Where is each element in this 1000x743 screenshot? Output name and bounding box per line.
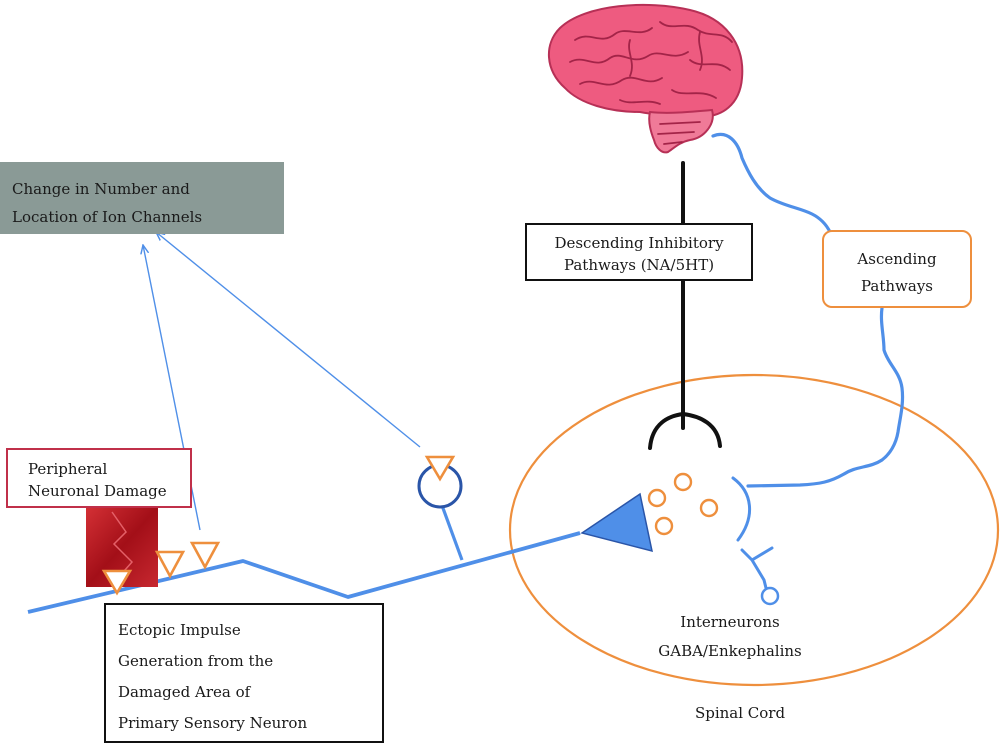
receptor-icon (740, 546, 774, 590)
synapse-terminal-icon (580, 492, 653, 553)
ion-channel-icon (101, 569, 133, 596)
ion-channel-icon (424, 455, 456, 482)
interneurons-line1: Interneurons (680, 613, 780, 631)
peripheral-damage-box: Peripheral Neuronal Damage (6, 448, 192, 508)
peripheral-line2: Neuronal Damage (28, 482, 167, 500)
interneurons-label: Interneurons GABA/Enkephalins (630, 608, 830, 666)
peripheral-line1: Peripheral (28, 460, 108, 478)
ion-channels-box: Change in Number and Location of Ion Cha… (0, 162, 284, 234)
ectopic-line4: Primary Sensory Neuron (118, 714, 308, 732)
vesicles (647, 472, 719, 536)
descending-line1: Descending Inhibitory (554, 234, 724, 252)
ion-channel-icon (189, 541, 221, 570)
axon-branch (438, 499, 464, 561)
ion-channel-icon (154, 550, 186, 579)
ectopic-line3: Damaged Area of (118, 683, 251, 701)
interneurons-line2: GABA/Enkephalins (658, 642, 802, 660)
spinal-cord-outline (508, 373, 1000, 687)
descending-pathways-box: Descending Inhibitory Pathways (NA/5HT) (525, 223, 753, 281)
interneuron (731, 476, 780, 606)
ion-channels-line2: Location of Ion Channels (12, 208, 203, 226)
ectopic-line1: Ectopic Impulse (118, 621, 241, 639)
ascending-line1: Ascending (857, 250, 937, 268)
ectopic-line2: Generation from the (118, 652, 274, 670)
ascending-line2: Pathways (860, 277, 933, 295)
ion-channel-terminal (417, 455, 463, 509)
ascending-pathway (711, 132, 905, 488)
ion-channel-markers (101, 541, 221, 596)
descending-pathway (648, 161, 722, 450)
ascending-pathways-box: Ascending Pathways (822, 230, 972, 308)
brain-icon (547, 3, 744, 154)
descending-line2: Pathways (NA/5HT) (563, 256, 715, 274)
ion-channels-line1: Change in Number and (12, 180, 190, 198)
ectopic-impulse-box: Ectopic Impulse Generation from the Dama… (104, 603, 384, 743)
spinal-cord-label: Spinal Cord (694, 704, 786, 722)
